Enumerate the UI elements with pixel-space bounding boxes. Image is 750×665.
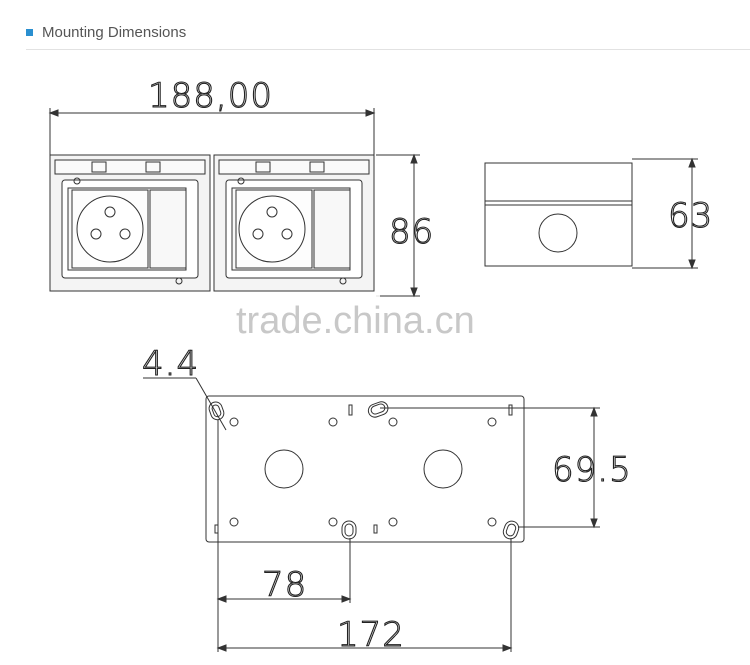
section-header: Mounting Dimensions [26,22,186,42]
hole-diameter-label: 4.4 [142,344,199,384]
front-view-fade [40,292,380,318]
socket-side-view-icon [484,157,698,270]
mounting-plate-back-icon [143,377,600,652]
section-title: Mounting Dimensions [42,23,187,41]
offset-label: 78 [262,565,307,605]
total-width-label: 188,00 [148,76,273,116]
depth-label: 63 [668,196,713,236]
section-bullet-icon [26,28,33,36]
socket-front-right [213,154,375,292]
vertical-spacing-label: 69.5 [552,450,632,490]
header-divider [26,49,750,50]
watermark-text: trade.china.cn [236,300,475,342]
height-label: 86 [389,212,434,252]
horizontal-spacing-label: 172 [337,615,405,655]
front-view [48,108,420,298]
double-socket-front-icon [49,154,211,292]
